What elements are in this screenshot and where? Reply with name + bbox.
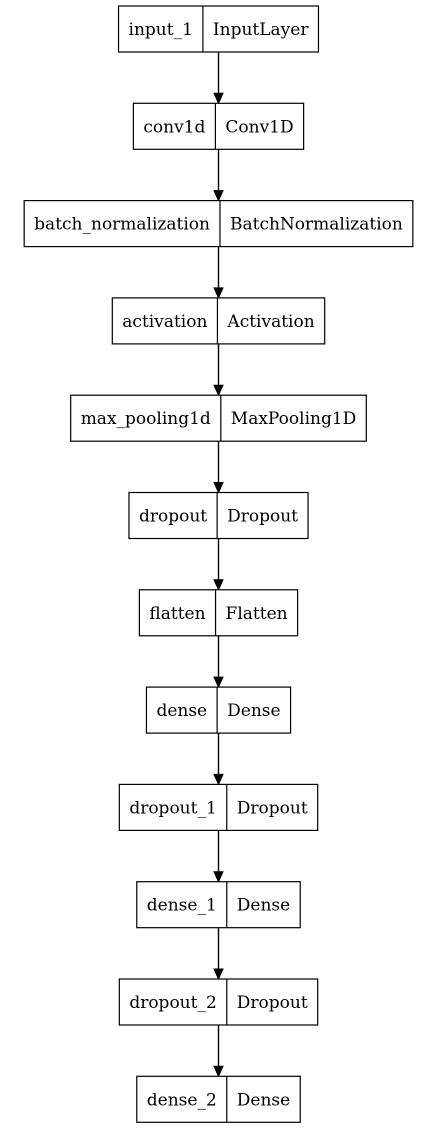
layer-node-input-1: input_1 InputLayer: [117, 5, 320, 53]
layer-node-dense: dense Dense: [145, 686, 292, 734]
arrowhead-icon: [213, 579, 224, 592]
layer-node-box: [132, 102, 305, 150]
layer-node-box: [111, 297, 326, 345]
layer-node-box: [118, 978, 319, 1026]
layer-node-box: [145, 686, 292, 734]
layer-name-label: dropout_2: [129, 993, 216, 1013]
layer-node-dropout-1: dropout_1 Dropout: [118, 783, 319, 832]
layer-type-label: Activation: [226, 312, 314, 332]
arrowhead-icon: [213, 287, 224, 300]
layer-node-box: [117, 5, 320, 53]
layer-node-box: [136, 881, 301, 929]
layer-name-label: conv1d: [143, 117, 205, 137]
layer-type-label: BatchNormalization: [230, 215, 403, 235]
edge-dropout-1-to-dense-1: [213, 830, 224, 883]
layer-name-label: flatten: [149, 604, 205, 624]
layer-node-dropout-2: dropout_2 Dropout: [118, 978, 319, 1026]
layer-type-label: MaxPooling1D: [231, 409, 357, 429]
edge-dropout-2-to-dense-2: [213, 1025, 224, 1078]
arrowhead-icon: [213, 92, 224, 105]
layer-name-label: dense_1: [147, 896, 217, 916]
layer-name-label: dropout: [139, 506, 207, 526]
layer-node-max-pooling1d: max_pooling1d MaxPooling1D: [70, 394, 367, 442]
layer-type-label: Dropout: [237, 993, 308, 1013]
layer-type-label: Dense: [227, 701, 280, 721]
layer-type-label: Dropout: [237, 798, 308, 818]
edge-flatten-to-dense: [213, 635, 224, 689]
arrowhead-icon: [213, 482, 224, 494]
layer-node-box: [136, 1075, 301, 1123]
layer-type-label: Dropout: [227, 506, 298, 526]
edge-input-1-to-conv1d: [213, 52, 224, 105]
arrowhead-icon: [213, 676, 224, 689]
layer-node-box: [70, 394, 367, 442]
layer-type-label: InputLayer: [213, 20, 309, 40]
layer-node-conv1d: conv1d Conv1D: [132, 102, 305, 150]
layer-type-label: Conv1D: [225, 117, 293, 137]
edge-batch-normalization-to-activation: [213, 246, 224, 300]
edge-dense-1-to-dropout-2: [213, 927, 224, 981]
layer-name-label: dropout_1: [129, 798, 216, 818]
layer-name-label: max_pooling1d: [81, 409, 211, 429]
edge-activation-to-max-pooling1d: [213, 343, 224, 397]
arrowhead-icon: [213, 968, 224, 981]
layer-name-label: dense: [156, 701, 207, 721]
layer-type-label: Dense: [237, 1090, 290, 1110]
layer-node-box: [128, 491, 309, 540]
layer-type-label: Flatten: [226, 604, 288, 624]
edge-max-pooling1d-to-dropout: [213, 441, 224, 494]
layer-node-dense-2: dense_2 Dense: [136, 1075, 301, 1123]
arrowhead-icon: [213, 384, 224, 397]
arrowhead-icon: [213, 1065, 224, 1078]
edges-layer: [213, 52, 224, 1078]
arrowhead-icon: [213, 190, 224, 202]
edge-conv1d-to-batch-normalization: [213, 149, 224, 202]
arrowhead-icon: [213, 773, 224, 786]
nodes-layer: input_1 InputLayer conv1d Conv1D batch_norma…: [23, 5, 414, 1123]
edge-dense-to-dropout-1: [213, 733, 224, 786]
layer-node-activation: activation Activation: [111, 297, 326, 345]
layer-node-flatten: flatten Flatten: [138, 589, 299, 637]
layer-name-label: activation: [122, 312, 207, 332]
layer-type-label: Dense: [237, 896, 290, 916]
layer-node-batch-normalization: batch_normalization BatchNormalization: [23, 200, 414, 248]
layer-node-dense-1: dense_1 Dense: [136, 881, 301, 929]
layer-node-box: [138, 589, 299, 637]
layer-node-box: [23, 200, 414, 248]
layer-node-dropout: dropout Dropout: [128, 491, 309, 540]
arrowhead-icon: [213, 871, 224, 883]
layer-name-label: batch_normalization: [34, 215, 210, 235]
layer-node-box: [118, 783, 319, 832]
layer-name-label: dense_2: [147, 1090, 217, 1110]
edge-dropout-to-flatten: [213, 538, 224, 592]
layer-name-label: input_1: [129, 20, 193, 40]
